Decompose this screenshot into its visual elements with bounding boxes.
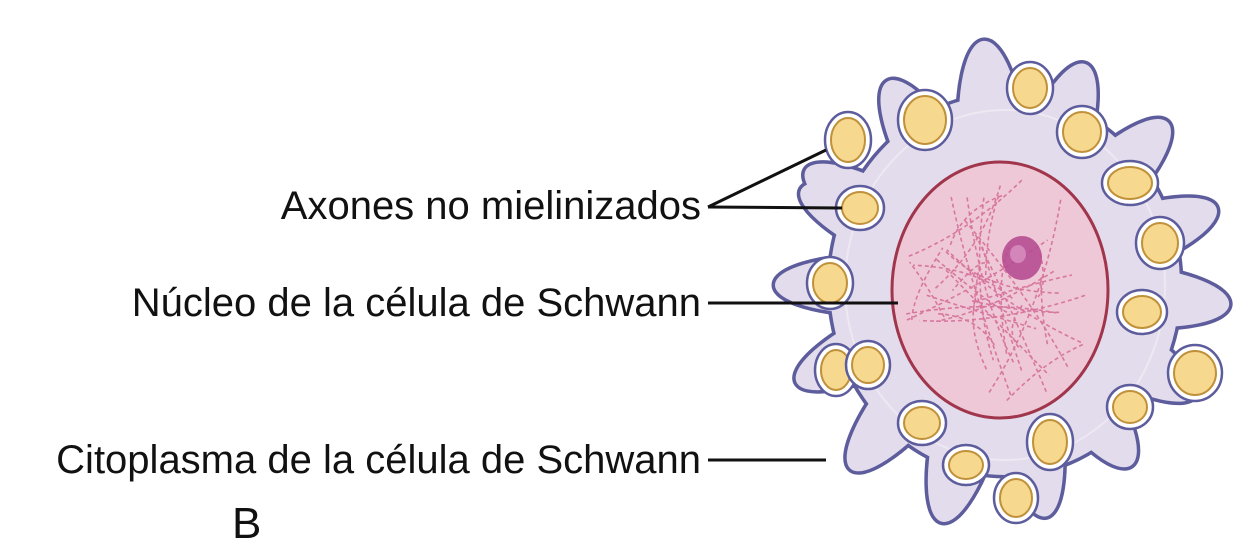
label-schwann-nucleus: Núcleo de la célula de Schwann bbox=[132, 283, 701, 323]
axon-core bbox=[1013, 68, 1047, 108]
axon bbox=[1027, 414, 1073, 470]
axon-core bbox=[1174, 351, 1216, 395]
axon-core bbox=[1000, 479, 1032, 517]
axon-core bbox=[904, 407, 940, 439]
axon-core bbox=[904, 96, 946, 144]
nucleolus-highlight bbox=[1010, 245, 1026, 263]
axon bbox=[807, 257, 853, 309]
axon bbox=[1007, 62, 1053, 114]
axon-core bbox=[1142, 223, 1178, 263]
axon bbox=[994, 473, 1038, 523]
axon bbox=[1057, 106, 1107, 158]
axon bbox=[846, 341, 890, 389]
axon-core bbox=[1063, 112, 1101, 152]
axon-core bbox=[1113, 391, 1147, 423]
axon bbox=[898, 90, 952, 150]
axon-core bbox=[831, 118, 865, 162]
axon-core bbox=[1108, 167, 1152, 199]
panel-letter: B bbox=[232, 502, 261, 546]
label-unmyelinated-axons: Axones no mielinizados bbox=[281, 186, 701, 226]
axon-core bbox=[949, 451, 983, 479]
axon bbox=[1102, 161, 1158, 205]
axon bbox=[1117, 290, 1167, 334]
axon-core bbox=[852, 347, 884, 383]
axon-core bbox=[842, 192, 878, 224]
schwann-cell-nucleus bbox=[892, 162, 1108, 418]
axon bbox=[898, 401, 946, 445]
axon-core bbox=[1123, 296, 1161, 328]
axon bbox=[1168, 345, 1222, 401]
axon bbox=[836, 186, 884, 230]
label-schwann-cytoplasm: Citoplasma de la célula de Schwann bbox=[56, 440, 701, 480]
leader-axon-lower bbox=[708, 207, 842, 208]
axon bbox=[943, 445, 989, 485]
axon-core bbox=[813, 263, 847, 303]
axon bbox=[1136, 217, 1184, 269]
axon-core bbox=[1033, 420, 1067, 464]
axon bbox=[825, 112, 871, 168]
axon bbox=[1107, 385, 1153, 429]
